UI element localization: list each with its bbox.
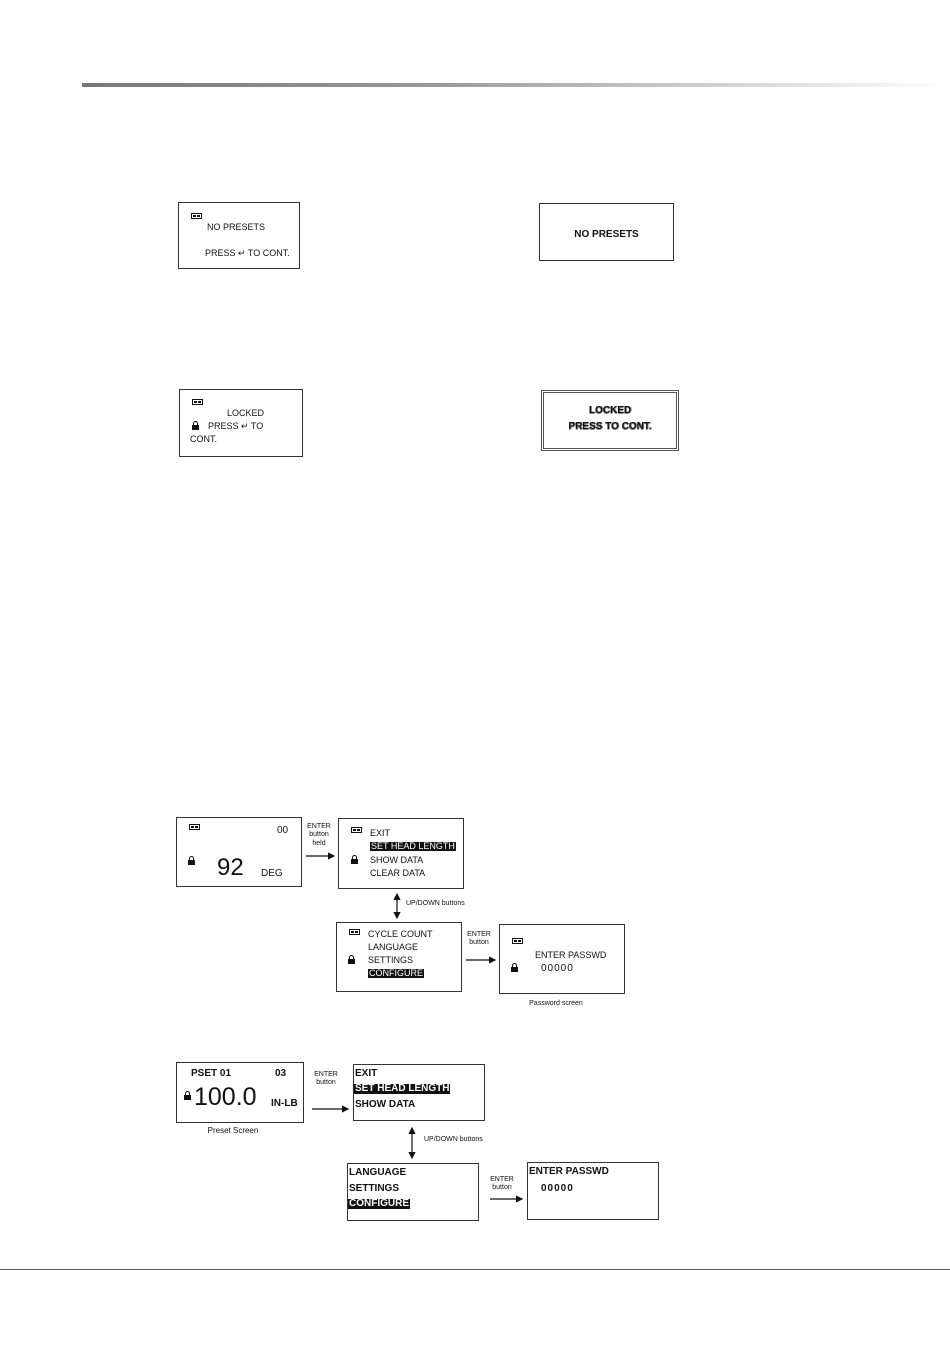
lock-icon	[184, 1091, 191, 1100]
angle-unit: DEG	[261, 868, 283, 879]
footer-rule	[0, 1269, 950, 1270]
password-title: ENTER PASSWD	[529, 1166, 609, 1177]
locked-text: LOCKED	[227, 408, 265, 418]
main-menu-screen-b: EXIT SET HEAD LENGTH SHOW DATA	[353, 1064, 485, 1121]
menu-item-cycle-count[interactable]: CYCLE COUNT	[368, 929, 433, 939]
sub-menu-screen-a: CYCLE COUNT LANGUAGE SETTINGS CONFIGURE	[336, 922, 462, 992]
battery-icon	[349, 929, 360, 935]
no-presets-screen-b: NO PRESETS	[539, 203, 674, 261]
no-presets-text: NO PRESETS	[207, 222, 266, 232]
count-value: 00	[277, 825, 289, 836]
sub-menu-screen-b: LANGUAGE SETTINGS CONFIGURE	[347, 1163, 479, 1221]
press-to-continue-text: PRESS TO CONT.	[568, 421, 652, 432]
angle-value: 92	[217, 854, 244, 881]
no-presets-text: NO PRESETS	[574, 229, 639, 240]
lock-icon	[188, 856, 195, 865]
press-to-continue-text: PRESS ↵ TO CONT.	[205, 248, 290, 258]
menu-item-settings[interactable]: SETTINGS	[368, 955, 414, 965]
battery-icon	[192, 399, 203, 405]
menu-item-settings[interactable]: SETTINGS	[349, 1183, 400, 1194]
menu-item-set-head-length[interactable]: SET HEAD LENGTH	[370, 841, 456, 851]
menu-item-set-head-length[interactable]: SET HEAD LENGTH	[354, 1083, 451, 1094]
password-screen-a: ENTER PASSWD 00000	[499, 924, 625, 994]
menu-item-show-data[interactable]: SHOW DATA	[370, 855, 424, 865]
menu-item-language[interactable]: LANGUAGE	[349, 1167, 407, 1178]
password-screen-b: ENTER PASSWD 00000	[527, 1162, 659, 1220]
preset-number: PSET 01	[191, 1068, 232, 1079]
continue-text: CONT.	[190, 434, 217, 444]
menu-item-show-data[interactable]: SHOW DATA	[355, 1099, 416, 1110]
preset-value: 100.0	[194, 1083, 257, 1111]
password-title: ENTER PASSWD	[535, 950, 607, 960]
menu-item-configure[interactable]: CONFIGURE	[368, 968, 424, 978]
no-presets-screen-a: NO PRESETS PRESS ↵ TO CONT.	[178, 202, 300, 269]
angle-main-screen: 00 92 DEG	[176, 817, 302, 887]
battery-icon	[351, 827, 362, 833]
battery-icon	[189, 824, 200, 830]
menu-item-clear-data[interactable]: CLEAR DATA	[370, 868, 426, 878]
password-input[interactable]: 00000	[541, 1183, 574, 1194]
header-rule	[82, 83, 950, 87]
menu-item-exit[interactable]: EXIT	[355, 1068, 378, 1079]
password-screen-caption: Password screen	[529, 1000, 583, 1007]
lock-icon	[348, 955, 355, 964]
battery-icon	[191, 213, 202, 219]
locked-screen-b: LOCKED PRESS TO CONT.	[541, 390, 679, 451]
menu-item-configure[interactable]: CONFIGURE	[348, 1198, 410, 1209]
locked-text: LOCKED	[588, 405, 632, 416]
main-menu-screen-a: EXIT SET HEAD LENGTH SHOW DATA CLEAR DAT…	[338, 818, 464, 889]
preset-main-screen: PSET 01 03 100.0 IN-LB	[176, 1062, 304, 1123]
battery-icon	[512, 938, 523, 944]
count-value: 03	[275, 1068, 287, 1079]
menu-item-language[interactable]: LANGUAGE	[368, 942, 419, 952]
locked-screen-a: LOCKED PRESS ↵ TO CONT.	[179, 389, 303, 457]
lock-icon	[351, 855, 358, 864]
password-input[interactable]: 00000	[541, 963, 574, 974]
updown-label-b: UP/DOWN buttons	[424, 1136, 483, 1143]
lock-icon	[192, 421, 199, 430]
press-to-text: PRESS ↵ TO	[208, 421, 264, 431]
menu-item-exit[interactable]: EXIT	[370, 828, 391, 838]
preset-screen-caption: Preset Screen	[207, 1126, 259, 1135]
lock-icon	[511, 963, 518, 972]
updown-label-a: UP/DOWN buttons	[406, 900, 465, 907]
preset-unit: IN-LB	[271, 1098, 298, 1109]
